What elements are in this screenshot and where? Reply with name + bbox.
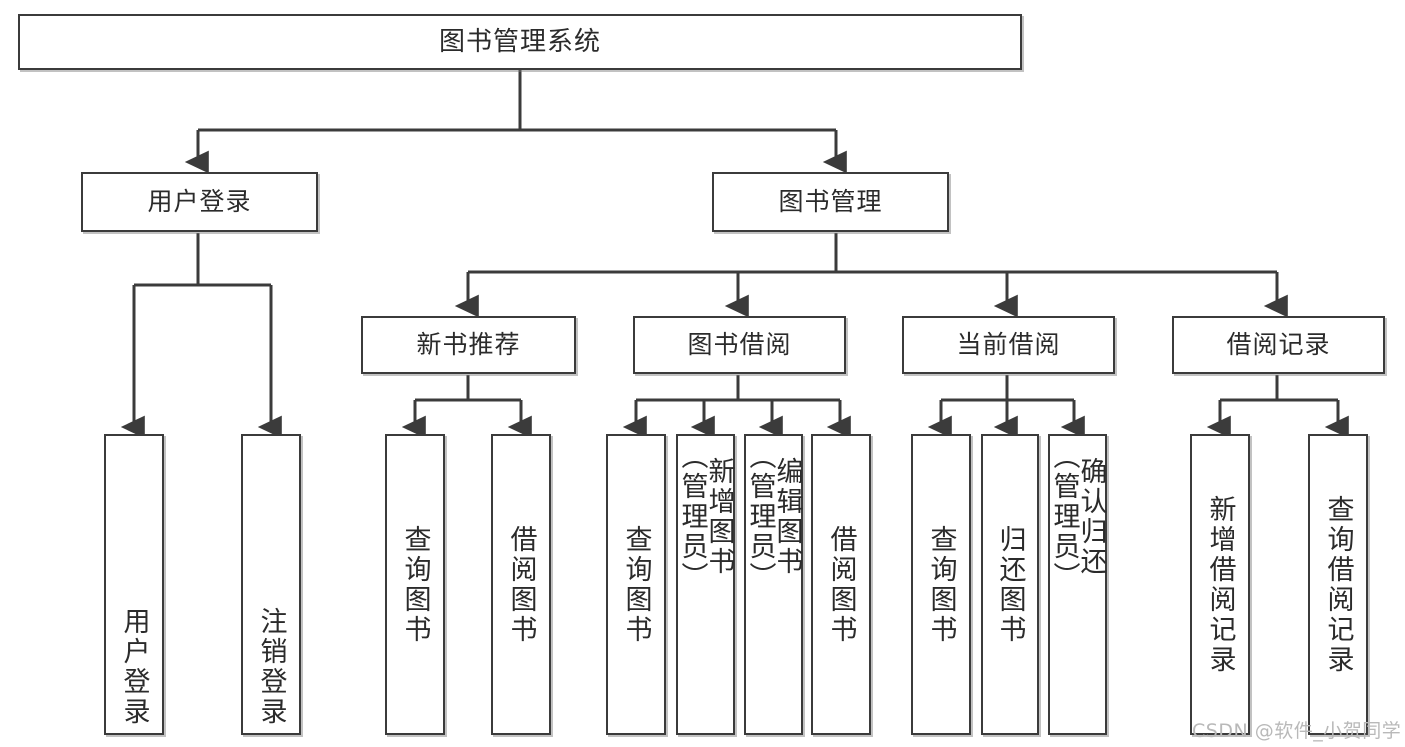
node-leaf-borrow-book-newbook[interactable]: 借阅图书 (491, 434, 551, 735)
node-label: 借阅记录 (1226, 330, 1331, 360)
node-leaf-add-borrow-record[interactable]: 新增借阅记录 (1190, 434, 1250, 735)
node-leaf-user-login[interactable]: 用户登录 (104, 434, 164, 735)
node-leaf-confirm-return-admin[interactable]: 确认归还 （管理员） (1048, 434, 1107, 735)
node-borrow-record[interactable]: 借阅记录 (1172, 316, 1385, 374)
node-label: 查询图书 (620, 524, 652, 645)
node-label: 新书推荐 (416, 330, 521, 360)
node-leaf-add-book-admin[interactable]: 新增图书 （管理员） (676, 434, 735, 735)
node-label: 借阅图书 (825, 524, 857, 645)
node-book-management[interactable]: 图书管理 (712, 172, 949, 232)
node-label: 编辑图书 （管理员） (744, 442, 803, 592)
node-label: 图书管理系统 (438, 26, 601, 57)
node-label: 当前借阅 (956, 330, 1061, 360)
csdn-watermark: CSDN @软件_小贺同学 (1192, 720, 1402, 742)
node-label: 确认归还 （管理员） (1048, 442, 1107, 592)
node-label: 新增借阅记录 (1204, 494, 1236, 675)
node-label: 归还图书 (994, 524, 1026, 645)
node-current-borrow[interactable]: 当前借阅 (902, 316, 1115, 374)
node-label: 图书管理 (778, 187, 883, 217)
node-leaf-edit-book-admin[interactable]: 编辑图书 （管理员） (744, 434, 803, 735)
node-leaf-query-book-newbook[interactable]: 查询图书 (385, 434, 445, 735)
node-label: 查询图书 (925, 524, 957, 645)
node-label: 借阅图书 (505, 524, 537, 645)
node-label: 查询图书 (399, 524, 431, 645)
node-label: 用户登录 (147, 187, 252, 217)
node-label: 图书借阅 (687, 330, 792, 360)
node-leaf-query-book-current[interactable]: 查询图书 (911, 434, 971, 735)
node-label: 新增图书 （管理员） (676, 442, 735, 592)
node-leaf-query-book-borrow[interactable]: 查询图书 (606, 434, 666, 735)
node-root-book-management-system[interactable]: 图书管理系统 (18, 14, 1022, 70)
node-label: 注销登录 (255, 607, 287, 727)
node-new-book-recommend[interactable]: 新书推荐 (361, 316, 576, 374)
node-leaf-logout[interactable]: 注销登录 (241, 434, 301, 735)
node-label: 用户登录 (118, 607, 150, 727)
node-book-borrow[interactable]: 图书借阅 (633, 316, 846, 374)
node-leaf-borrow-book[interactable]: 借阅图书 (811, 434, 871, 735)
node-leaf-query-borrow-record[interactable]: 查询借阅记录 (1308, 434, 1368, 735)
node-user-login[interactable]: 用户登录 (81, 172, 318, 232)
node-leaf-return-book[interactable]: 归还图书 (981, 434, 1039, 735)
node-label: 查询借阅记录 (1322, 494, 1354, 675)
